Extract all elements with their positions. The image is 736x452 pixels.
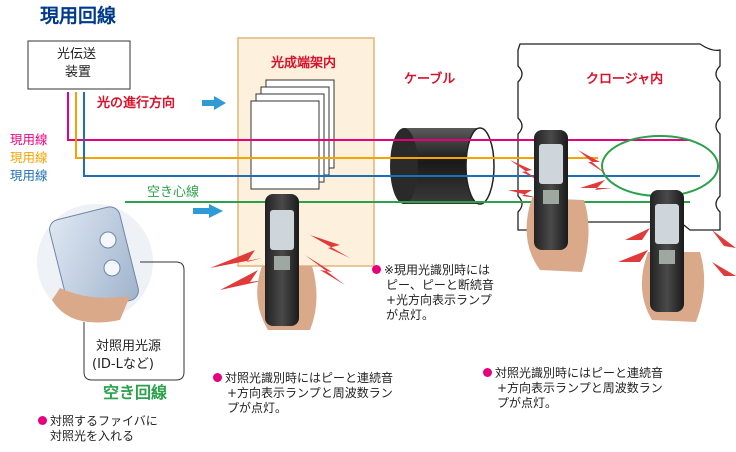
- source-label-2: (ID-Lなど): [92, 357, 154, 372]
- cabinet-label: 光成端架内: [271, 56, 337, 71]
- source-callout: [83, 261, 185, 381]
- active-line-label-2: 現用線: [10, 150, 48, 165]
- idle-circuit-title: 空き回線: [103, 383, 168, 402]
- meter-middle: [526, 130, 589, 272]
- note-ref-detect-1: 対照光識別時にはピーと連続音 +方向表示ランプと周波数ラン プが点灯。: [213, 371, 393, 416]
- meter-left: [257, 194, 317, 330]
- note-line: プが点灯。: [497, 396, 558, 410]
- transmitter-label-1: 光伝送: [57, 47, 97, 62]
- direction-arrow: [202, 96, 226, 110]
- transmitter-label-2: 装置: [65, 65, 92, 80]
- active-fiber-2: [75, 92, 598, 159]
- cabinet-panels: [250, 79, 335, 190]
- active-line-label-1: 現用線: [10, 132, 48, 147]
- bullet-icon: [372, 265, 381, 274]
- note-ref-detect-2: 対照光識別時にはピーと連続音 +方向表示ランプと周波数ラン プが点灯。: [483, 366, 663, 411]
- note-line: 対照光を入れる: [50, 429, 135, 443]
- note-line: プが点灯。: [227, 401, 288, 415]
- note-line: が点灯。: [386, 308, 435, 322]
- active-line-label-3: 現用線: [10, 168, 48, 183]
- cable-label: ケーブル: [404, 72, 456, 87]
- note-line: +光方向表示ランプ: [386, 293, 492, 307]
- active-fiber-3: [83, 92, 700, 177]
- note-active-detect: ※現用光識別時には ピー、ピーと断続音 +光方向表示ランプ が点灯。: [372, 263, 494, 323]
- idle-line-label: 空き心線: [147, 185, 200, 200]
- active-fiber-1: [67, 92, 690, 141]
- note-line: ※現用光識別時には: [384, 263, 491, 277]
- source-label-1: 対照用光源: [96, 339, 162, 354]
- page-title: 現用回線: [40, 5, 117, 27]
- bullet-icon: [213, 373, 222, 382]
- note-line: 対照光識別時にはピーと連続音: [225, 371, 394, 385]
- idle-arrow: [193, 204, 223, 218]
- note-line: +方向表示ランプと周波数ラン: [497, 381, 663, 395]
- bullet-icon: [38, 416, 47, 425]
- note-line: ピー、ピーと断続音: [386, 278, 494, 292]
- note-line: 対照するファイバに: [50, 414, 158, 428]
- transmitter-box: [27, 40, 131, 90]
- closure-label: クロージャ内: [586, 72, 664, 87]
- note-line: +方向表示ランプと周波数ラン: [227, 386, 393, 400]
- meter-right: [641, 190, 705, 322]
- note-idle-source: 対照するファイバに 対照光を入れる: [38, 414, 158, 444]
- light-source-device: [37, 204, 153, 323]
- note-line: 対照光識別時にはピーと連続音: [495, 366, 664, 380]
- bullet-icon: [483, 368, 492, 377]
- signal-bursts: [210, 150, 736, 290]
- direction-label: 光の進行方向: [97, 96, 176, 111]
- closure-outline: [517, 43, 721, 231]
